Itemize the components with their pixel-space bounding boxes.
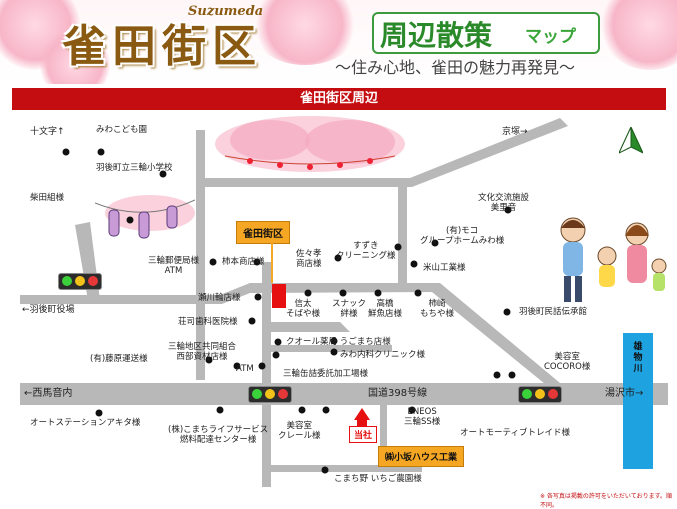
landmark-label: 信太 そばや様 <box>286 299 321 319</box>
road-label-398: 国道398号線 <box>368 388 428 399</box>
cherry-blossom-icon <box>40 30 110 84</box>
area-banner: 雀田街区周辺 <box>12 88 666 110</box>
landmark-label: 佐々孝 商店様 <box>296 249 322 269</box>
company-marker <box>354 408 370 420</box>
page-subtitle: ～住み心地、雀田の魅力再発見～ <box>335 58 576 77</box>
landmark-label: クオール薬局 うごまち店様 <box>286 337 391 347</box>
road-route-398 <box>20 383 668 405</box>
landmark-label: (有)モコ グループホームみわ様 <box>420 226 505 246</box>
landmark-label: 三輪郵便局様 ATM <box>148 256 200 276</box>
landmark-label: 羽後町民話伝承館 <box>519 307 588 317</box>
landmark-label: みわこども園 <box>96 125 148 135</box>
landmark-label: 美容室 COCORO様 <box>544 352 591 372</box>
traffic-light-icon <box>518 386 562 403</box>
landmark-label: みわ内科クリニック様 <box>340 350 426 360</box>
landmark-label: オートステーションアキタ様 <box>30 418 141 428</box>
logo-romaji: Suzumeda <box>188 4 264 19</box>
compass-north-icon <box>619 127 643 154</box>
cherry-blossom-icon <box>215 116 405 172</box>
river <box>623 333 653 469</box>
landmark-label: ENEOS 三輪SS様 <box>404 407 441 427</box>
road-vertical-left <box>196 130 205 380</box>
landmark-label: (有)藤原運送様 <box>90 354 148 364</box>
landmark-label: 米山工業様 <box>423 263 466 273</box>
page-title-map: マップ <box>525 27 576 47</box>
landmark-label: オートモーティブトレイド様 <box>460 428 570 438</box>
landmark-label: ATM <box>236 364 254 374</box>
direction-hanyu-office: ←羽後町役場 <box>22 305 75 315</box>
suzumeda-block-marker <box>272 284 286 308</box>
direction-jumonji: 十文字↑ <box>30 127 65 137</box>
landmark-label: スナック 絆様 <box>332 299 367 319</box>
cherry-blossom-icon <box>250 0 360 65</box>
traffic-light-icon <box>58 273 102 290</box>
footnote: ※ 各写真は掲載の許可をいただいております。順不同。 <box>540 493 672 509</box>
direction-nishimanai: ←西馬音内 <box>24 388 73 399</box>
callout-pointer <box>271 239 273 283</box>
logo-text: 雀田街区 <box>62 21 262 72</box>
landmark-label: こまち野 いちご農園様 <box>334 474 422 484</box>
landmark-label: 柿本商店様 <box>222 257 265 267</box>
landmark-label: 美容室 クレール様 <box>278 421 321 441</box>
landmark-label: (株)こまちライフサービス 燃料配達センター様 <box>168 425 269 445</box>
landmark-label: 柴田組様 <box>30 193 65 203</box>
river-label: 雄物川 <box>633 342 643 374</box>
direction-kyozuka: 京塚→ <box>502 127 528 137</box>
callout-company-name: ㈱小坂ハウス工業 <box>378 446 465 467</box>
callout-suzumeda: 雀田街区 <box>236 221 290 244</box>
header: 雀田街区 Suzumeda 周辺散策 マップ ～住み心地、雀田の魅力再発見～ <box>0 0 677 84</box>
road-upper <box>20 283 440 304</box>
landmark-label: 文化交流施設 美里音 <box>478 193 530 213</box>
landmark-label: 三輪地区共同組合 西部資材店様 <box>168 342 237 362</box>
direction-yuzawa: 湯沢市→ <box>605 388 644 399</box>
family-illustration-icon <box>560 217 667 302</box>
title-frame <box>372 12 600 54</box>
road-vertical-main <box>262 262 271 487</box>
landmark-label: すずき クリーニング様 <box>336 241 396 261</box>
landmark-label: 柿崎 もちや様 <box>420 299 455 319</box>
landmark-label: 羽後町立三輪小学校 <box>96 163 173 173</box>
traffic-light-icon <box>248 386 292 403</box>
callout-company: 当社 <box>349 426 378 443</box>
landmark-label: 高橋 鮮魚店様 <box>368 299 403 319</box>
landmark-label: 瀬川輪店様 <box>198 293 241 303</box>
landmark-label: 三輪缶詰委託加工場様 <box>283 369 369 379</box>
page-title: 周辺散策 <box>380 19 493 52</box>
landmark-label: 荘司歯科医院様 <box>178 317 238 327</box>
road-kyozuka <box>200 118 568 187</box>
